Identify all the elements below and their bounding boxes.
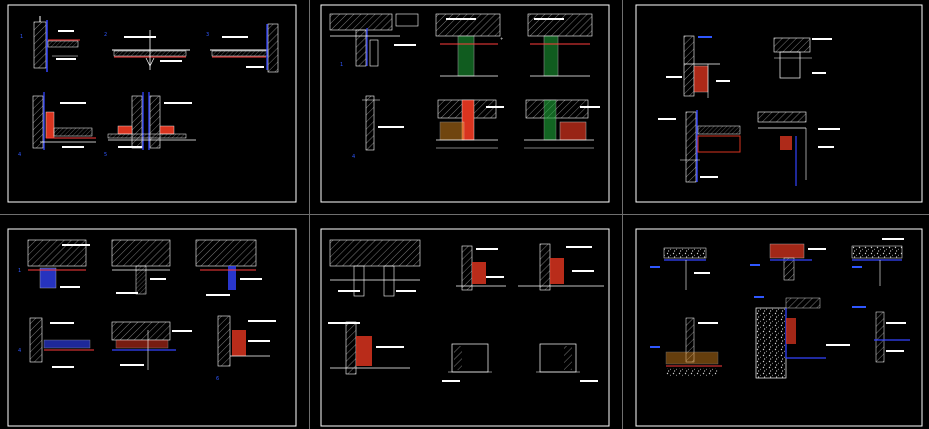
sheet-1-detail-b: 2 (104, 30, 190, 70)
sheet-1-detail-c: 3 (206, 23, 279, 73)
sheet-4-detail-f: 6 (216, 315, 276, 382)
sheet-6 (635, 228, 923, 427)
svg-text:1: 1 (340, 62, 343, 68)
sheet-2-detail-e (436, 99, 504, 149)
sheet-4-detail-b (111, 239, 171, 295)
svg-text:4: 4 (18, 348, 21, 354)
svg-text:1: 1 (20, 34, 23, 40)
sheet-5-detail-e (442, 343, 492, 382)
sheet-1-detail-a: 1 (20, 16, 80, 72)
sheet-5-detail-c (518, 243, 604, 291)
sheet-1-detail-e: 5 (104, 92, 196, 158)
sheet-3 (635, 4, 923, 203)
sheet-3-detail-c (658, 110, 741, 183)
sheet-4-detail-d: 4 (18, 317, 94, 368)
sheet-6-detail-a (650, 247, 710, 290)
svg-text:6: 6 (216, 376, 219, 382)
sheet-5-detail-a (329, 239, 421, 297)
svg-text:1: 1 (18, 268, 21, 274)
svg-text:5: 5 (104, 152, 107, 158)
sheet-2-detail-a: 1 (329, 13, 419, 68)
svg-text:4: 4 (18, 152, 21, 158)
sheet-6-detail-f (852, 306, 910, 363)
sheet-4-border (7, 228, 297, 427)
sheet-3-border (635, 4, 923, 203)
sheet-4: 1 4 (7, 228, 297, 427)
svg-text:3: 3 (206, 32, 209, 38)
sheet-6-detail-e (754, 296, 850, 379)
sheet-5-detail-d (328, 321, 410, 375)
sheet-1-detail-d: 4 (18, 92, 96, 158)
sheet-2-border (320, 4, 610, 203)
sheet-5 (320, 228, 610, 427)
sheet-5-detail-b (456, 245, 506, 291)
sheet-4-detail-e (111, 321, 192, 370)
sheet-1: 1 2 3 (7, 4, 297, 203)
svg-text:4: 4 (352, 154, 355, 160)
sheet-6-detail-d (650, 317, 722, 376)
sheet-4-detail-c (195, 239, 262, 296)
sheet-4-detail-a: 1 (18, 239, 90, 289)
sheet-5-detail-f (536, 343, 598, 382)
sheet-2-detail-f (524, 99, 600, 149)
sheet-3-detail-a (666, 35, 730, 98)
sheet-6-detail-c (851, 238, 904, 286)
sheet-2-detail-c (527, 13, 593, 77)
sheet-3-detail-b (773, 37, 832, 79)
svg-text:2: 2 (104, 32, 107, 38)
sheet-6-detail-b (750, 243, 826, 281)
sheet-3-detail-d (757, 111, 840, 186)
sheet-1-border (7, 4, 297, 203)
svg-text:+: + (500, 36, 503, 41)
sheet-5-border (320, 228, 610, 427)
sheet-6-border (635, 228, 923, 427)
sheet-2-detail-d: 4 (352, 95, 404, 160)
sheet-2: 1 + 4 (320, 4, 610, 203)
sheet-2-detail-b: + (435, 13, 503, 77)
